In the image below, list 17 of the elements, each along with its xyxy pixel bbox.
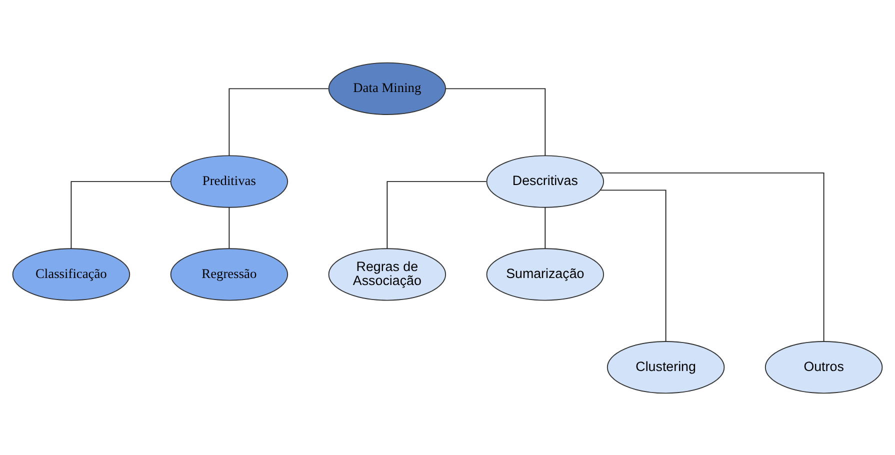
connector [228,88,329,156]
connector [228,206,230,248]
node-ellipse: Classificação [12,248,130,300]
node-ellipse: Outros [764,340,883,394]
connector [600,172,824,342]
node-ellipse: Preditivas [170,154,288,208]
node-ellipse: Data Mining [328,62,446,115]
connector [446,88,546,156]
node-ellipse: Sumarização [486,248,604,300]
node-ellipse: Descritivas [486,154,604,208]
connector [70,180,171,249]
node-ellipse: Regras de Associação [328,248,446,300]
node-ellipse: Clustering [606,340,725,394]
connector [600,189,666,342]
connector [544,206,546,248]
node-ellipse: Regressão [170,248,288,300]
connector [386,180,487,249]
